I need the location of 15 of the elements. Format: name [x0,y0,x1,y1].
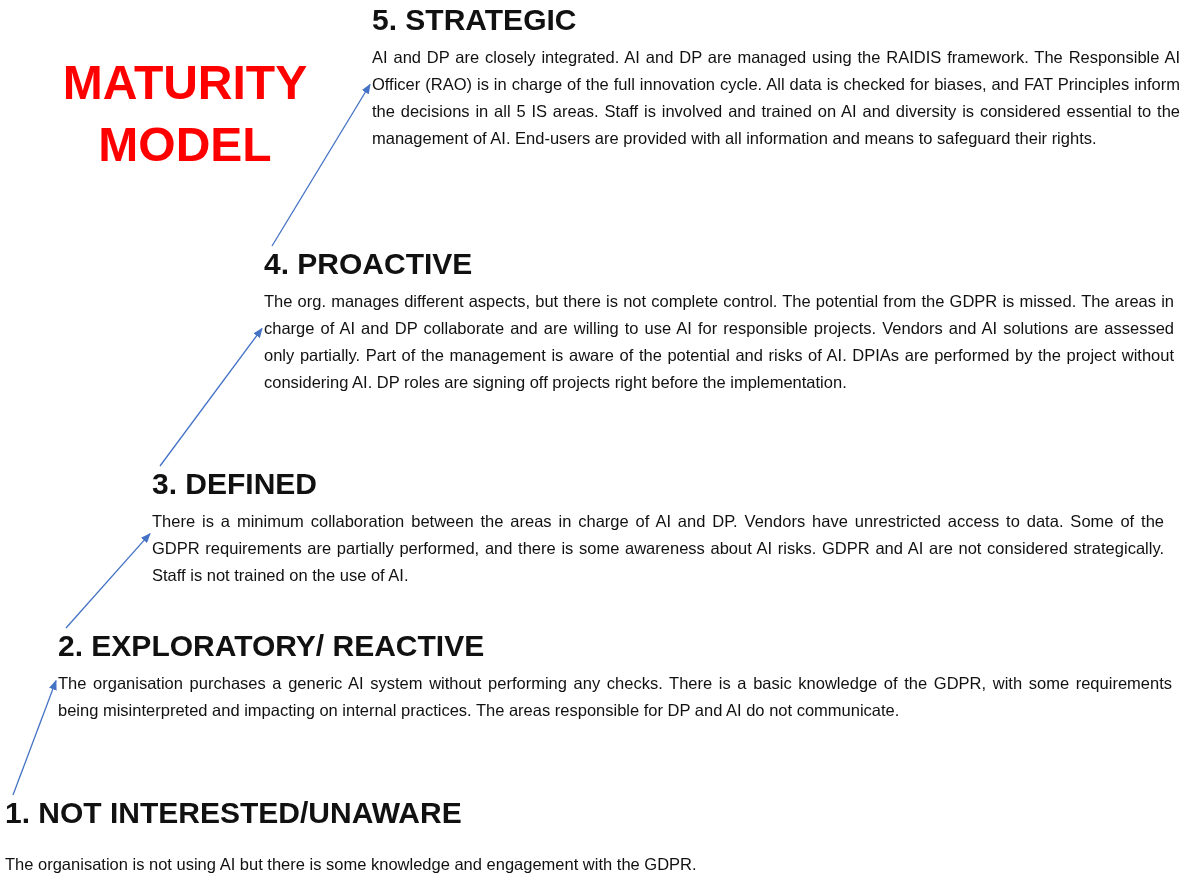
level-heading: 1. NOT INTERESTED/UNAWARE [5,795,462,831]
level-heading: 3. DEFINED [152,466,318,502]
level-heading: 4. PROACTIVE [264,246,473,282]
level-heading: 2. EXPLORATORY/ REACTIVE [58,628,485,664]
arrow [12,679,57,796]
level-description: There is a minimum collaboration between the areas in charge of AI and DP. Vendors have unrestricted access to data. Some of the GDPR requirements are partially performed, and there is some awareness about AI risks. GDPR and AI are not considered strategically. Staff is not trained on the use of AI. [152,511,1164,586]
level-description: The organisation is not using AI but there is some knowledge and engagement with the GDPR. [5,854,698,875]
arrow [159,327,263,467]
level-heading: 5. STRATEGIC [372,2,577,38]
arrow [271,83,371,247]
diagram-title: MATURITY MODEL [61,55,309,173]
level-description: The org. manages different aspects, but there is not complete control. The potential from the GDPR is missed. The areas in charge of AI and DP collaborate and are willing to use AI for responsible projects. Vendors and AI solutions are assessed only partially. Part of the management is aware of the potential and risks of AI. DPIAs are performed by the project without considering AI. DP roles are signing off projects right before the implementation. [264,291,1174,393]
level-description: The organisation purchases a generic AI system without performing any checks. There is a basic knowledge of the GDPR, with some requirements being misinterpreted and impacting on internal practices. The areas responsible for DP and AI do not communicate. [58,673,1172,721]
arrow [65,532,151,629]
level-description: AI and DP are closely integrated. AI and DP are managed using the RAIDIS framework. The Responsible AI Officer (RAO) is in charge of the full innovation cycle. All data is checked for biases, and FAT Principles inform the decisions in all 5 IS areas. Staff is involved and trained on AI and diversity is considered essential to the management of AI. End-users are provided with all information and means to safeguard their rights. [372,47,1180,149]
